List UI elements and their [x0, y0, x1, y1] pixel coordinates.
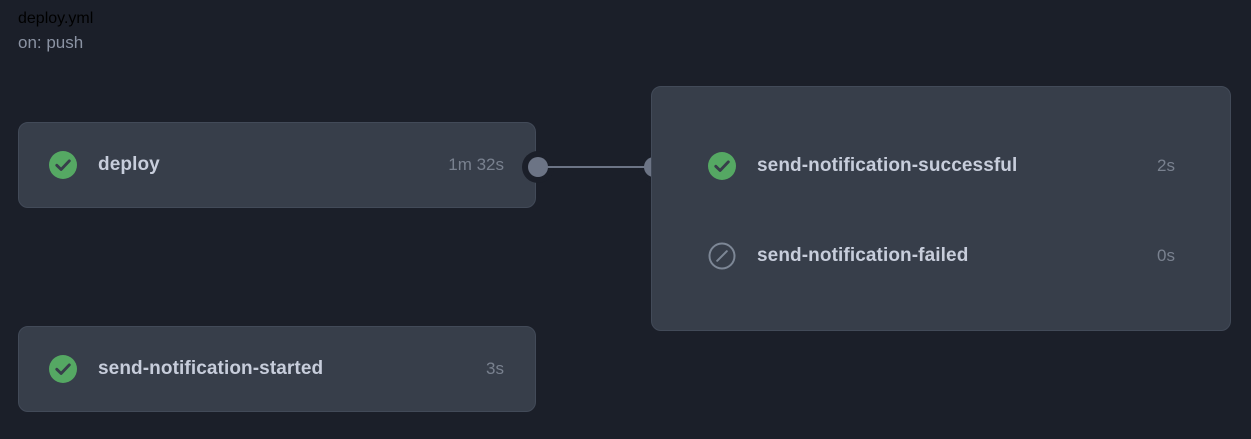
job-card-send-notification-started[interactable] — [18, 326, 536, 412]
workflow-header: deploy.yml on: push — [18, 10, 518, 55]
workflow-trigger-label: on: push — [18, 33, 84, 52]
page-title: deploy.yml — [18, 10, 94, 27]
job-duration: 1m 32s — [448, 155, 504, 174]
job-label: send-notification-started — [98, 358, 324, 379]
job-duration: 2s — [1157, 156, 1175, 175]
job-row-deploy[interactable]: deploy 1m 32s — [18, 122, 536, 208]
edge-deploy-to-notifications — [522, 151, 670, 183]
skipped-circle-icon — [708, 242, 736, 270]
job-duration: 3s — [486, 359, 504, 378]
connector-line — [546, 166, 646, 168]
check-circle-icon — [708, 152, 736, 180]
check-circle-icon — [49, 355, 77, 383]
job-row-send-notification-successful[interactable]: send-notification-successful 2s — [651, 142, 1231, 190]
job-row-send-notification-started[interactable]: send-notification-started 3s — [18, 326, 536, 412]
job-row-send-notification-failed[interactable]: send-notification-failed 0s — [651, 232, 1231, 280]
job-duration: 0s — [1157, 246, 1175, 265]
job-label: send-notification-successful — [757, 155, 1018, 176]
job-label: send-notification-failed — [757, 245, 969, 266]
job-card-deploy[interactable] — [18, 122, 536, 208]
job-label: deploy — [98, 154, 160, 175]
check-circle-icon — [49, 151, 77, 179]
job-group-notifications[interactable] — [651, 86, 1231, 331]
